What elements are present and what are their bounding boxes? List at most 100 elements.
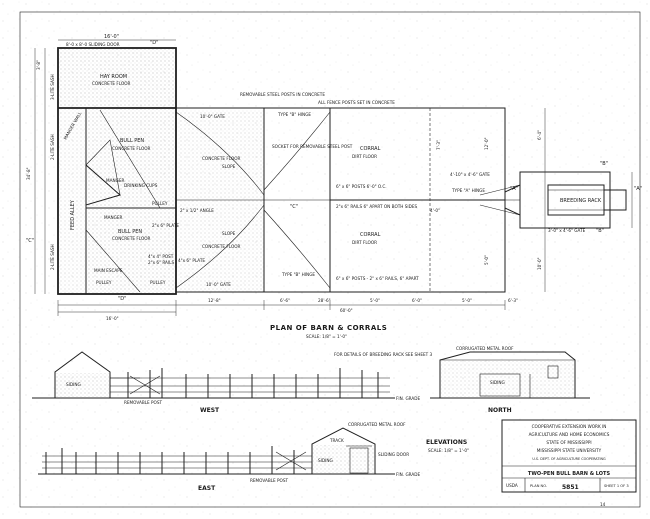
label-socket: SOCKET FOR REMOVABLE STEEL POST <box>272 144 353 149</box>
label-pulley-a: PULLEY <box>96 280 112 285</box>
dim-bottom-d: 28'-6" <box>318 298 331 303</box>
title-line-4: MISSISSIPPI STATE UNIVERSITY <box>537 448 602 453</box>
label-breeding-rack: BREEDING RACK <box>560 198 602 204</box>
label-posts-b: 6" x 6" POSTS - 2" x 6" RAILS, 6" APART <box>336 276 419 281</box>
east-sliding-door-label: SLIDING DOOR <box>378 452 409 457</box>
marker-c-1: "C" <box>26 238 34 244</box>
label-gate-c: 4'-10" x 4'-6" GATE <box>450 172 490 177</box>
label-hinge-c: TYPE "A" HINGE <box>451 188 485 193</box>
label-hinge-b: TYPE "B" HINGE <box>281 272 315 277</box>
east-roof: CORRUGATED METAL ROOF <box>348 422 406 427</box>
west-fin-grade: FIN. GRADE <box>396 396 421 401</box>
west-title: WEST <box>200 407 220 414</box>
east-removable-post: REMOVABLE POST <box>250 478 289 483</box>
north-title: NORTH <box>488 407 512 414</box>
north-siding: SIDING <box>490 380 505 385</box>
label-feed-alley: FEED ALLEY <box>70 199 76 230</box>
label-hay-room: HAY ROOM <box>100 74 127 80</box>
title-line-5: U.S. DEPT. OF AGRICULTURE COOPERATING <box>532 457 606 461</box>
label-concrete-floor-b: CONCRETE FLOOR <box>202 244 241 249</box>
title-plan-no: 5851 <box>562 484 579 491</box>
label-hay-floor: CONCRETE FLOOR <box>92 81 131 86</box>
label-corral-b: CORRAL <box>360 232 381 238</box>
concrete-apron <box>178 110 264 292</box>
dim-left-a: 3'-8" <box>36 60 41 70</box>
east-title: EAST <box>198 485 216 492</box>
east-elevation: TRACK CORRUGATED METAL ROOF SIDING SLIDI… <box>38 422 421 492</box>
label-sash-c: 2-LITE SASH <box>50 244 55 270</box>
breeding-area <box>519 171 611 229</box>
plan-scale: SCALE: 1/8" = 1'-0" <box>306 334 347 339</box>
gate-swing-arc-4 <box>263 209 331 289</box>
label-door-top: 8'-0 x 8'-0 SLIDING DOOR <box>66 42 120 47</box>
dim-bottom-h: 5'-0" <box>462 298 472 303</box>
title-block: COOPERATIVE EXTENSION WORK IN AGRICULTUR… <box>501 419 637 493</box>
east-siding: SIDING <box>318 458 333 463</box>
marker-a-2: "A" <box>634 186 642 192</box>
label-manger-b: MANGER <box>104 215 123 220</box>
label-pulley-c: PULLEY <box>152 201 168 206</box>
label-angle: 2" x 1/2" ANGLE <box>180 208 214 213</box>
project-title: TWO-PEN BULL BARN & LOTS <box>528 471 611 477</box>
bull-pen-floor-bottom <box>87 209 175 293</box>
plan-title: PLAN OF BARN & CORRALS <box>270 324 387 332</box>
title-sheet: SHEET 1 OF 3 <box>604 484 629 488</box>
east-sliding-door <box>349 447 369 474</box>
dim-bottom-e: 5'-0" <box>370 298 380 303</box>
label-corral-b-floor: DIRT FLOOR <box>352 240 377 245</box>
corner-mark: 14 <box>600 502 606 507</box>
marker-b-2: "B" <box>596 228 604 234</box>
title-usda: USDA <box>506 483 518 488</box>
label-manger-a: MANGER <box>106 178 125 183</box>
marker-c-2: "C" <box>290 204 298 210</box>
dim-bottom-i: 6'-3" <box>508 298 518 303</box>
marker-d-top: "D" <box>150 40 158 46</box>
label-rails-a: 2"x 6" RAILS <box>148 260 174 265</box>
label-drinking-cups: DRINKING CUPS <box>124 183 158 188</box>
west-removable-post: REMOVABLE POST <box>124 400 163 405</box>
dim-bottom-f: 60'-0" <box>340 308 353 313</box>
label-removable-posts: REMOVABLE STEEL POSTS IN CONCRETE <box>240 92 325 97</box>
north-elevation: CORRUGATED METAL ROOF SIDING NORTH <box>430 346 590 414</box>
east-fence-posts <box>45 446 295 474</box>
west-siding: SIDING <box>66 382 81 387</box>
title-line-1: COOPERATIVE EXTENSION WORK IN <box>532 424 607 429</box>
west-details-note: FOR DETAILS OF BREEDING RACK SEE SHEET 3 <box>334 352 433 357</box>
label-plate-a: 2"x 6" PLATE <box>152 223 179 228</box>
title-line-2: AGRICULTURE AND HOME ECONOMICS <box>529 432 610 437</box>
sheet-border <box>19 11 641 508</box>
label-gate-b: 10'-0" GATE <box>206 282 231 287</box>
west-fence-posts <box>127 368 379 398</box>
dim-bottom-g: 6'-0" <box>412 298 422 303</box>
dim-bottom-c: 6'-6" <box>280 298 290 303</box>
dim-top: 16'-0" <box>104 34 119 40</box>
dim-mid: 7'-3" <box>436 140 441 150</box>
label-pulley-b: PULLEY <box>150 280 166 285</box>
elevations-scale: SCALE: 1/8" = 1'-0" <box>428 448 469 453</box>
title-plan-no-label: PLAN NO. <box>530 484 547 488</box>
label-fence-posts: ALL FENCE POSTS SET IN CONCRETE <box>318 100 395 105</box>
plan-view: 8'-0 x 8'-0 SLIDING DOOR "D" 16'-0" HAY … <box>26 34 642 339</box>
label-slope-b: SLOPE <box>222 231 236 236</box>
marker-a-1: "A" <box>510 186 518 192</box>
gate-swing-arc-3 <box>263 111 331 191</box>
feed-alley-floor <box>59 109 85 293</box>
dim-right-b: 10'-0" <box>537 257 542 270</box>
dim-gate-b: 5'-0" <box>484 255 489 265</box>
east-track: TRACK <box>329 438 344 443</box>
label-plate-b: 4"x 4" POST <box>148 254 174 259</box>
label-concrete-floor-a: CONCRETE FLOOR <box>202 156 241 161</box>
west-barn <box>54 351 111 399</box>
dim-plate: 4'-0" <box>430 208 440 213</box>
manger-shape-2 <box>85 139 121 196</box>
dim-gate: 12'-0" <box>484 137 489 150</box>
marker-b-1: "B" <box>600 161 608 167</box>
label-sash-b: 2-LITE SASH <box>50 134 55 160</box>
label-sash-a: 3-LITE SASH <box>50 74 55 100</box>
label-rails-b: 4"x 6" PLATE <box>178 258 205 263</box>
elevations-title: ELEVATIONS <box>426 439 467 446</box>
north-roof: CORRUGATED METAL ROOF <box>456 346 514 351</box>
label-hinge-a: TYPE "B" HINGE <box>277 112 311 117</box>
label-bull-pen: BULL PEN <box>120 138 144 144</box>
